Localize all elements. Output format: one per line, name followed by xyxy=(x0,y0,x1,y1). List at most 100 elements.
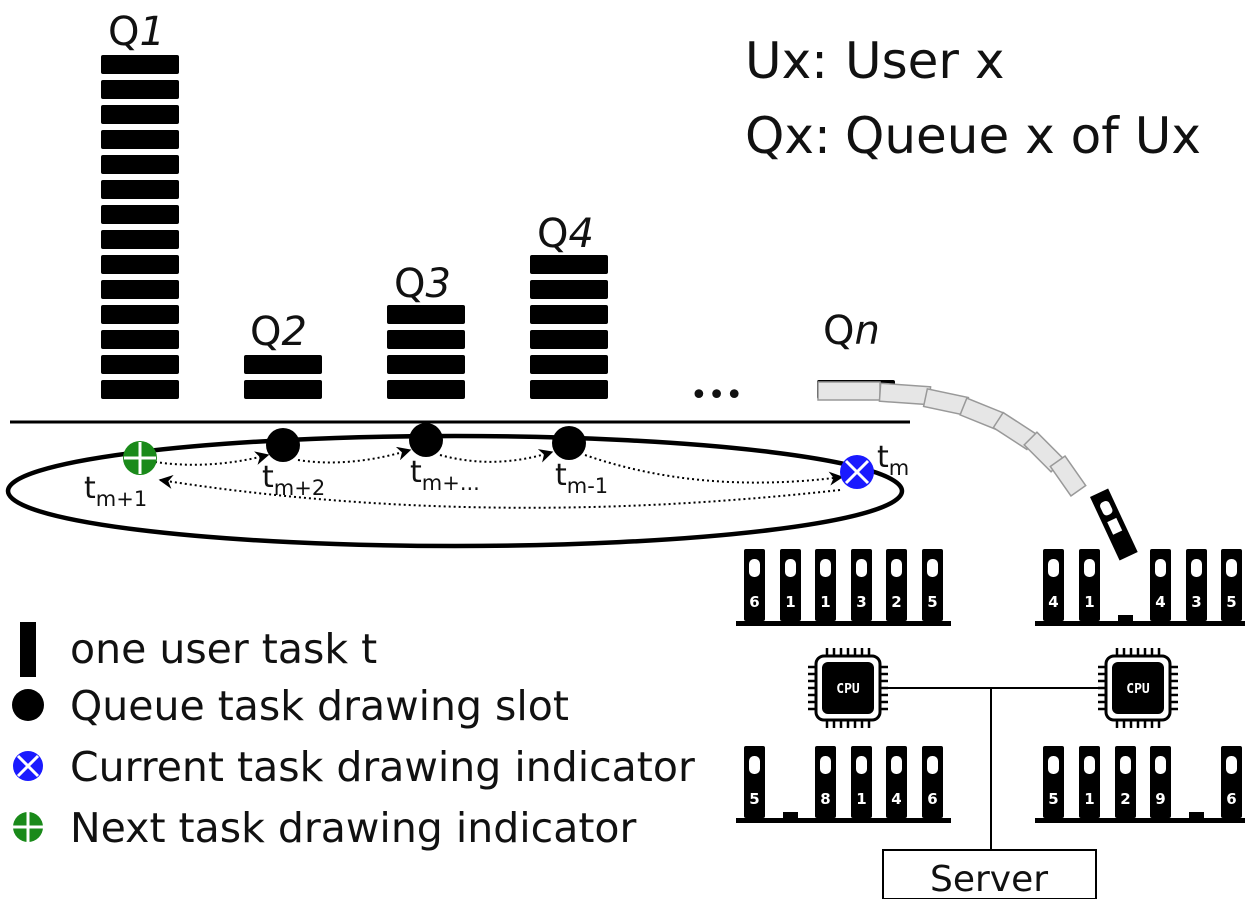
cpu-task-slot: 9 xyxy=(1150,746,1171,818)
queue-ellipsis: ••• xyxy=(690,378,743,413)
moving-task-segment xyxy=(878,382,932,406)
cpu-task-slot: 5 xyxy=(1221,549,1242,621)
cpu-chips: CPU CPU xyxy=(808,648,1178,728)
definition-qx: Qx: Queue x of Ux xyxy=(745,107,1201,165)
task-bar xyxy=(101,380,179,399)
legend-item-queue-slot: Queue task drawing slot xyxy=(12,682,569,730)
slot-number: 2 xyxy=(891,593,901,611)
slot-tray xyxy=(736,818,951,823)
slot-tray xyxy=(1035,621,1245,626)
moving-task-path xyxy=(817,381,1138,561)
cpu-task-slot: 5 xyxy=(1043,746,1064,818)
slot-number: 3 xyxy=(1191,593,1201,611)
task-bar xyxy=(530,280,608,299)
task-bar xyxy=(387,305,465,324)
task-bar xyxy=(244,355,322,374)
cpu-task-slot: 8 xyxy=(815,746,836,818)
slot-number: 5 xyxy=(927,593,937,611)
slot-number: 1 xyxy=(820,593,830,611)
task-bar xyxy=(101,230,179,249)
moving-task-segment xyxy=(817,381,881,401)
ring-arrows xyxy=(154,446,844,509)
arrow-current-to-next xyxy=(158,475,841,509)
slot-number: 6 xyxy=(749,593,759,611)
queue-slot-icon xyxy=(12,689,44,721)
legend-item-current: Current task drawing indicator xyxy=(13,743,695,791)
slot-number: 4 xyxy=(1155,593,1165,611)
task-bar xyxy=(530,380,608,399)
task-bar xyxy=(101,130,179,149)
scheduling-ring xyxy=(5,433,905,549)
queue-label-q4: Q4 xyxy=(537,211,594,257)
slot-number: 1 xyxy=(1084,593,1094,611)
queue-label-q3: Q3 xyxy=(394,261,451,307)
task-bar xyxy=(101,305,179,324)
ring-slots xyxy=(123,423,874,489)
cpu-label: CPU xyxy=(836,682,860,697)
legend-label-next: Next task drawing indicator xyxy=(70,804,636,852)
cpu-task-slot xyxy=(1118,615,1133,621)
task-bar xyxy=(101,330,179,349)
task-bar xyxy=(101,255,179,274)
legend-label-queue-slot: Queue task drawing slot xyxy=(70,682,569,730)
ring-slot-labels: tm+1 tm+2 tm+... tm-1 tm xyxy=(84,440,909,511)
task-bar xyxy=(101,280,179,299)
slot-number: 8 xyxy=(820,790,830,808)
legend-item-task: one user task t xyxy=(20,622,377,677)
queue-label-qn: Qn xyxy=(823,308,880,354)
task-bar xyxy=(387,330,465,349)
cpu-chip-icon: CPU xyxy=(1098,648,1178,728)
slot-number: 4 xyxy=(1048,593,1058,611)
server-box xyxy=(882,849,1097,900)
server-wiring xyxy=(886,687,1104,850)
cpu-task-slot xyxy=(1189,812,1204,818)
label-t-m-plus-2: tm+2 xyxy=(262,460,325,500)
queue-slot-q3 xyxy=(409,423,443,457)
cpu-task-slot: 1 xyxy=(1079,549,1100,621)
cpu-task-slot: 6 xyxy=(922,746,943,818)
cpu-task-slot: 2 xyxy=(886,549,907,621)
legend-item-next: Next task drawing indicator xyxy=(13,804,636,852)
task-bar xyxy=(101,80,179,99)
queue-stacks xyxy=(101,55,895,399)
slot-number: 6 xyxy=(1226,790,1236,808)
moving-task xyxy=(1090,488,1138,561)
queue-slot-q2 xyxy=(266,428,300,462)
cpu-task-slot: 4 xyxy=(1043,549,1064,621)
label-t-m: tm xyxy=(877,440,909,480)
cpu1-top-slots: 6 1 1 3 2 5 xyxy=(736,549,951,626)
cpu-task-slot: 3 xyxy=(1186,549,1207,621)
task-bar xyxy=(530,255,608,274)
slot-number: 1 xyxy=(1084,790,1094,808)
cpu2-top-slots: 4 1 4 3 5 xyxy=(1035,549,1245,626)
label-t-m-plus-1: tm+1 xyxy=(84,471,147,511)
legend-label-task: one user task t xyxy=(70,625,377,673)
cpu-task-slot: 5 xyxy=(922,549,943,621)
cpu-task-slot: 1 xyxy=(780,549,801,621)
slot-number: 6 xyxy=(927,790,937,808)
definition-ux: Ux: User x xyxy=(745,32,1004,90)
slot-number: 3 xyxy=(856,593,866,611)
task-bar-icon xyxy=(20,622,36,677)
server-label: Server xyxy=(930,859,1048,899)
cpu-task-slot: 6 xyxy=(744,549,765,621)
task-bar xyxy=(101,355,179,374)
legend: one user task t Queue task drawing slot … xyxy=(12,622,695,852)
cpu-task-slot: 4 xyxy=(1150,549,1171,621)
cpu-task-slot: 3 xyxy=(851,549,872,621)
task-bar xyxy=(244,380,322,399)
task-bar xyxy=(101,55,179,74)
moving-task-segment xyxy=(1049,455,1087,497)
cpu-task-slot: 4 xyxy=(886,746,907,818)
cpu-task-slot: 6 xyxy=(1221,746,1242,818)
label-t-m-plus-ellipsis: tm+... xyxy=(410,455,480,495)
task-bar xyxy=(530,355,608,374)
task-bar xyxy=(101,205,179,224)
task-bar xyxy=(101,105,179,124)
slot-number: 5 xyxy=(1048,790,1058,808)
next-indicator-icon xyxy=(13,812,43,842)
queue-label-q1: Q1 xyxy=(108,9,165,55)
cpu-task-slot: 1 xyxy=(851,746,872,818)
